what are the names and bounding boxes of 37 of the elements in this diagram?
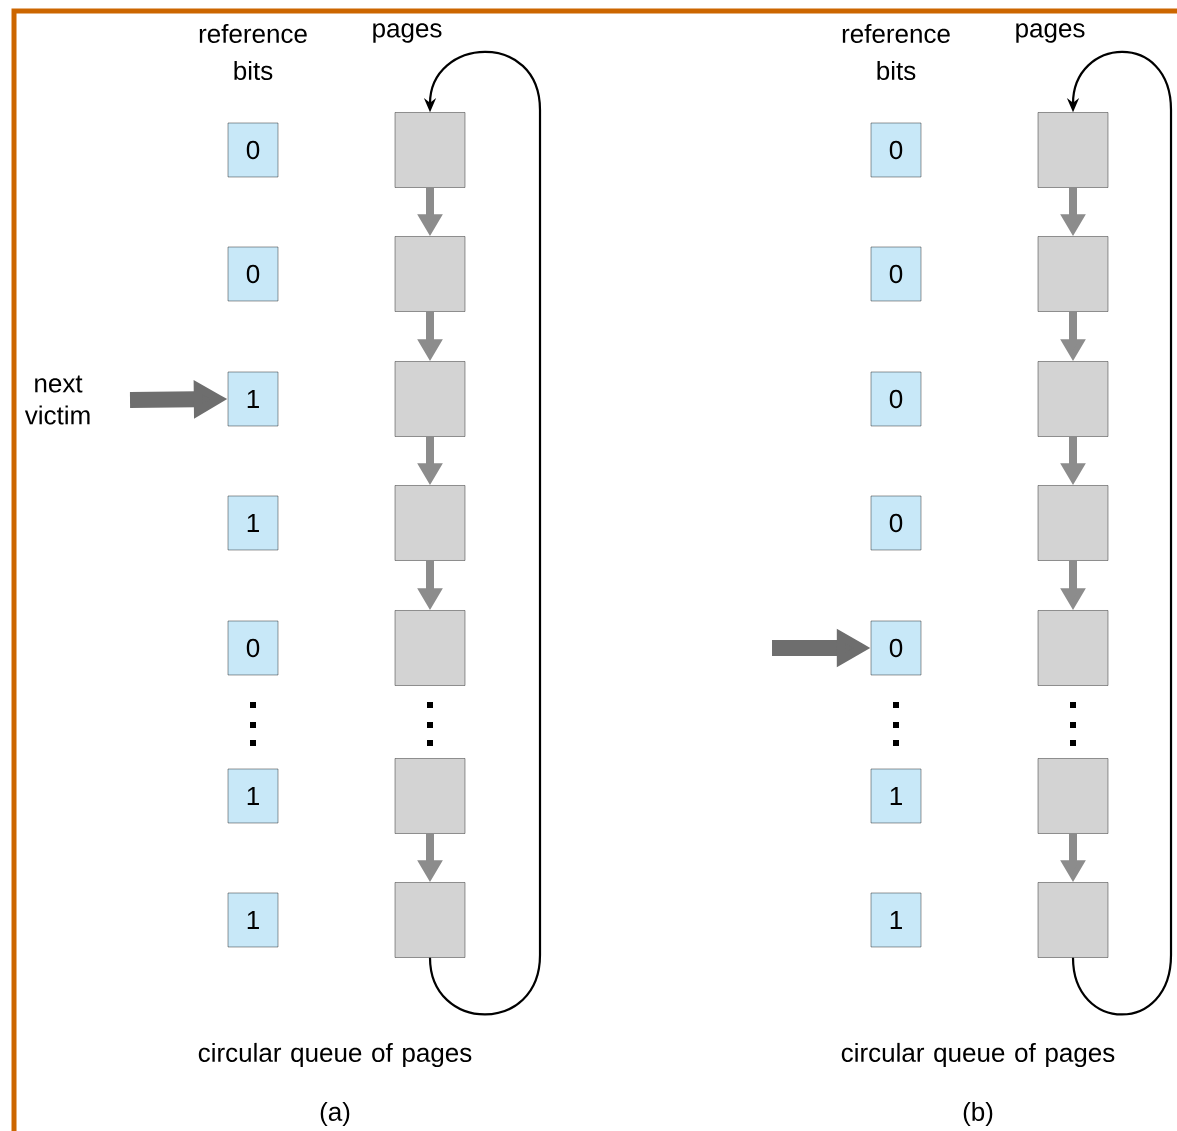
page-box xyxy=(394,236,466,312)
page-box xyxy=(1037,361,1109,437)
panel-label: (a) xyxy=(320,1101,350,1127)
page-box xyxy=(394,610,466,686)
header-label: reference bits xyxy=(199,23,307,81)
page-box xyxy=(1037,485,1109,561)
bit-box: 1 xyxy=(227,495,279,551)
page-box xyxy=(394,361,466,437)
bit-box: 1 xyxy=(227,768,279,824)
bit-box: 0 xyxy=(227,246,279,302)
bit-box: 0 xyxy=(870,495,922,551)
caption: circular queue of pages xyxy=(198,1042,472,1068)
bit-box: 0 xyxy=(227,620,279,676)
bit-box: 0 xyxy=(870,371,922,427)
bit-box: 1 xyxy=(870,892,922,948)
page-box xyxy=(394,112,466,188)
pointer-label: next victim xyxy=(24,375,90,425)
page-box xyxy=(394,882,466,958)
page-box xyxy=(1037,610,1109,686)
bit-box: 0 xyxy=(870,246,922,302)
page-box xyxy=(1037,758,1109,834)
header-label: pages xyxy=(373,23,442,43)
bit-box: 0 xyxy=(870,620,922,676)
bit-box: 1 xyxy=(870,768,922,824)
page-box xyxy=(1037,112,1109,188)
page-box xyxy=(1037,882,1109,958)
bit-box: 1 xyxy=(227,371,279,427)
panel-label: (b) xyxy=(963,1101,993,1127)
caption: circular queue of pages xyxy=(841,1042,1115,1068)
page-box xyxy=(1037,236,1109,312)
page-box xyxy=(394,485,466,561)
bit-box: 0 xyxy=(870,122,922,178)
page-box xyxy=(394,758,466,834)
bit-box: 1 xyxy=(227,892,279,948)
header-label: pages xyxy=(1016,23,1085,43)
header-label: reference bits xyxy=(842,23,950,81)
bit-box: 0 xyxy=(227,122,279,178)
